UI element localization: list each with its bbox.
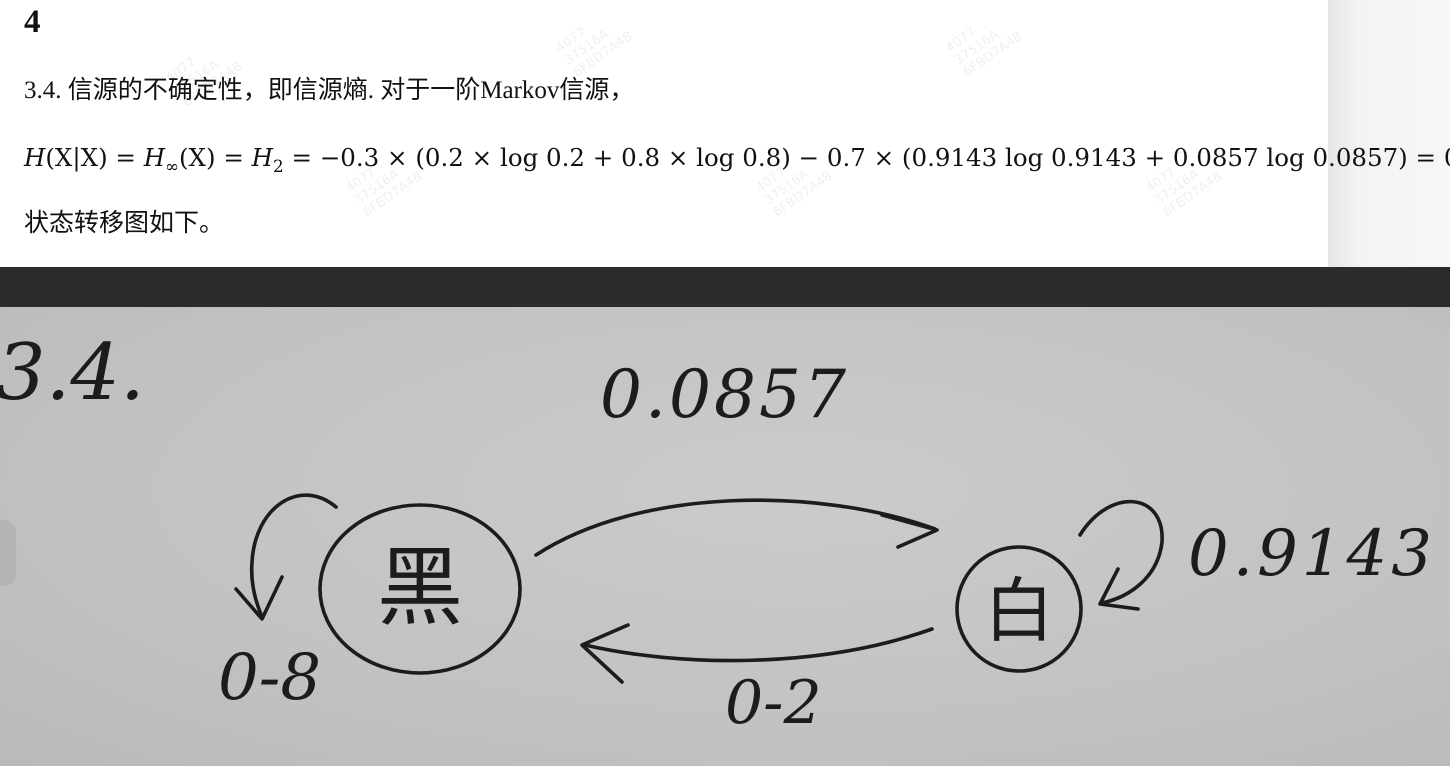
self-loop-white-label: 0.9143 xyxy=(1188,517,1436,591)
state-black-label: 黑 xyxy=(377,538,463,638)
edge-black-to-white-arrow xyxy=(534,498,937,557)
handwritten-problem-label: 3.4. xyxy=(0,328,145,418)
formula-arg: (X|X) xyxy=(45,143,108,172)
edge-label-black-to-white: 0.0857 xyxy=(600,356,849,433)
state-diagram-caption: 状态转移图如下。 xyxy=(24,210,225,237)
problem-intro: 3.4. 信源的不确定性，即信源熵. 对于一阶Markov信源， xyxy=(24,77,635,104)
formula-h-inf: H xyxy=(143,143,166,172)
edge-label-white-to-black: 0-2 xyxy=(725,668,822,738)
edge-tab xyxy=(0,520,16,586)
state-black-circle xyxy=(318,503,522,675)
formula-inf-sub: ∞ xyxy=(165,156,179,176)
formula-h-2: H xyxy=(251,143,274,172)
page-gutter xyxy=(1328,0,1450,267)
formula-h: H xyxy=(24,143,46,172)
formula-2-sub: 2 xyxy=(273,156,284,176)
self-loop-white-arc xyxy=(1078,499,1164,605)
formula-inf-arg: (X) xyxy=(179,143,216,172)
self-loop-black-label: 0-8 xyxy=(218,641,321,715)
edge-white-to-black-arrow xyxy=(583,627,934,663)
entropy-formula: H(X|X) = H∞(X) = H2 = −0.3 × (0.2 × log … xyxy=(24,140,1450,176)
formula-eq: = xyxy=(215,143,252,172)
state-white-circle xyxy=(955,545,1083,673)
page-number: 4 xyxy=(24,4,41,40)
edge-white-to-black-arrowhead xyxy=(580,623,630,684)
self-loop-white-arrowhead xyxy=(1098,567,1140,611)
handwritten-photo: 3.4. 0.0857 黑 0-8 白 0.9143 0-2 xyxy=(0,307,1450,766)
state-transition-sketch: 3.4. 0.0857 黑 0-8 白 0.9143 0-2 xyxy=(0,328,1436,738)
self-loop-black-arrowhead xyxy=(234,575,284,621)
formula-expression: = −0.3 × (0.2 × log 0.2 + 0.8 × log 0.8)… xyxy=(283,143,1450,172)
edge-black-to-white-arrowhead xyxy=(880,513,939,549)
separator-band xyxy=(0,267,1450,307)
state-white-label: 白 xyxy=(984,570,1054,652)
formula-eq: = xyxy=(107,143,144,172)
self-loop-black-arc xyxy=(249,493,338,619)
